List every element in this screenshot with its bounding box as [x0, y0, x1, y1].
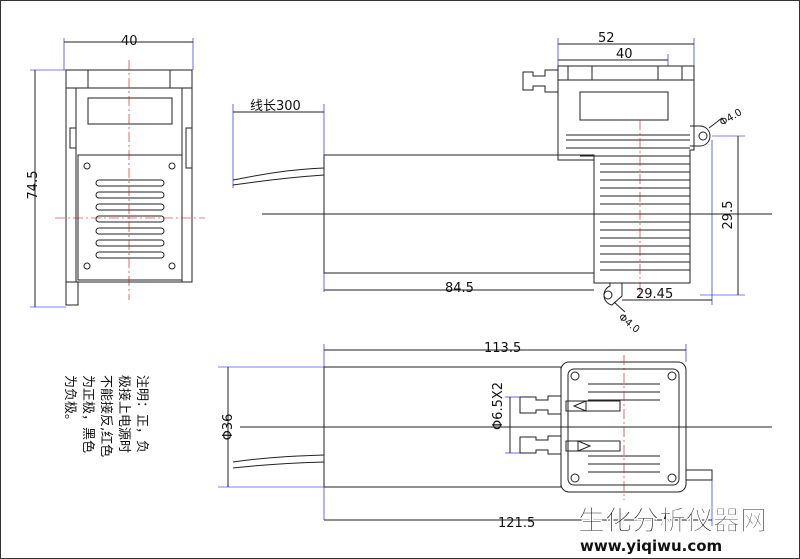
- side-inner-width-dim: 40: [616, 47, 633, 62]
- note-line-2: 极接上电源时: [116, 375, 132, 453]
- note-line-5: 为负极。: [62, 375, 77, 427]
- watermark-url: www.yiqiwu.com: [580, 537, 722, 555]
- port-diameter-dim: Φ6.5X2: [491, 382, 506, 430]
- side-outer-width-dim: 52: [598, 31, 615, 46]
- side-offset-dim: 29.45: [636, 287, 673, 302]
- wire-length-label: 线长300: [250, 99, 301, 114]
- top-length-dim: 113.5: [484, 341, 521, 356]
- front-view: [30, 38, 205, 308]
- note: 注明：正，负 极接上电源时 不能接反,红色 为正极，黑色 为负极。: [62, 375, 149, 457]
- note-line-1: 注明：正，负: [134, 375, 149, 453]
- front-width-dim: 40: [121, 34, 138, 49]
- top-diameter-dim: Φ36: [221, 414, 236, 441]
- watermark: 生化分析仪器网 www.yiqiwu.com: [578, 506, 768, 555]
- top-overall-dim: 121.5: [498, 516, 535, 531]
- front-height-dim: 74.5: [26, 171, 41, 200]
- side-view: [232, 38, 772, 313]
- note-line-3: 不能接反,红色: [98, 375, 114, 457]
- top-view: [218, 344, 772, 526]
- side-height-dim: 29.5: [721, 201, 736, 230]
- note-line-4: 为正极，黑色: [80, 375, 96, 453]
- watermark-title: 生化分析仪器网: [578, 506, 767, 537]
- side-length-dim: 84.5: [445, 281, 474, 296]
